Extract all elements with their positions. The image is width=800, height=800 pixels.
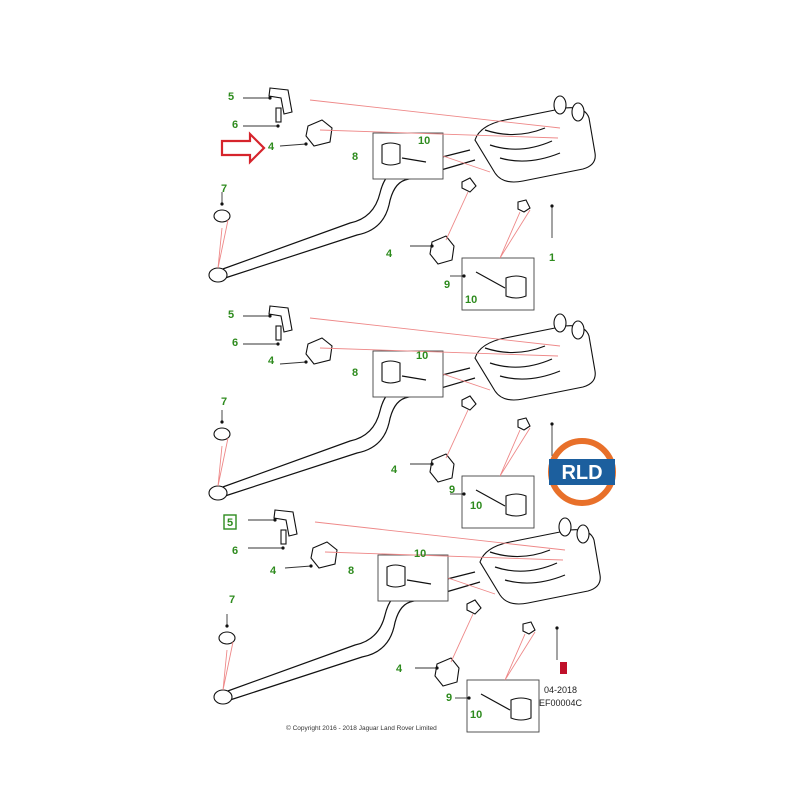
- callout-4: 4: [386, 248, 393, 260]
- callout-5: 5: [228, 91, 234, 103]
- callout-9: 9: [444, 279, 450, 291]
- callout-6: 6: [232, 119, 238, 131]
- callout-4: 4: [270, 565, 277, 577]
- rld-logo: RLD: [548, 438, 616, 506]
- callout-5-highlight-box: [223, 514, 237, 530]
- callout-10: 10: [465, 294, 477, 306]
- assembly-panel-1: [208, 87, 596, 311]
- highlight-arrow-icon: [220, 131, 266, 165]
- callout-7: 7: [221, 396, 227, 408]
- callout-8: 8: [348, 565, 354, 577]
- callout-1: 1: [549, 252, 555, 264]
- callout-6: 6: [232, 337, 238, 349]
- date-code: 04-2018: [544, 685, 577, 695]
- callout-10: 10: [414, 548, 426, 560]
- svg-text:RLD: RLD: [561, 462, 602, 484]
- callout-1-highlight: [560, 662, 567, 674]
- callout-8: 8: [352, 367, 358, 379]
- callout-7: 7: [229, 594, 235, 606]
- callout-10: 10: [416, 350, 428, 362]
- callout-6: 6: [232, 545, 238, 557]
- reference-code: EF00004C: [539, 698, 583, 708]
- callout-10: 10: [418, 135, 430, 147]
- callout-10: 10: [470, 709, 482, 721]
- callout-10: 10: [470, 500, 482, 512]
- callout-5: 5: [228, 309, 234, 321]
- callout-4: 4: [268, 355, 275, 367]
- callout-4: 4: [268, 141, 275, 153]
- callout-5: 5: [227, 517, 233, 529]
- assembly-panel-2: [208, 305, 596, 529]
- callout-9: 9: [449, 484, 455, 496]
- copyright-text: © Copyright 2016 - 2018 Jaguar Land Rove…: [286, 724, 437, 732]
- callout-4: 4: [391, 464, 398, 476]
- callout-9: 9: [446, 692, 452, 704]
- callout-8: 8: [352, 151, 358, 163]
- callout-7: 7: [221, 183, 227, 195]
- callout-4: 4: [396, 663, 403, 675]
